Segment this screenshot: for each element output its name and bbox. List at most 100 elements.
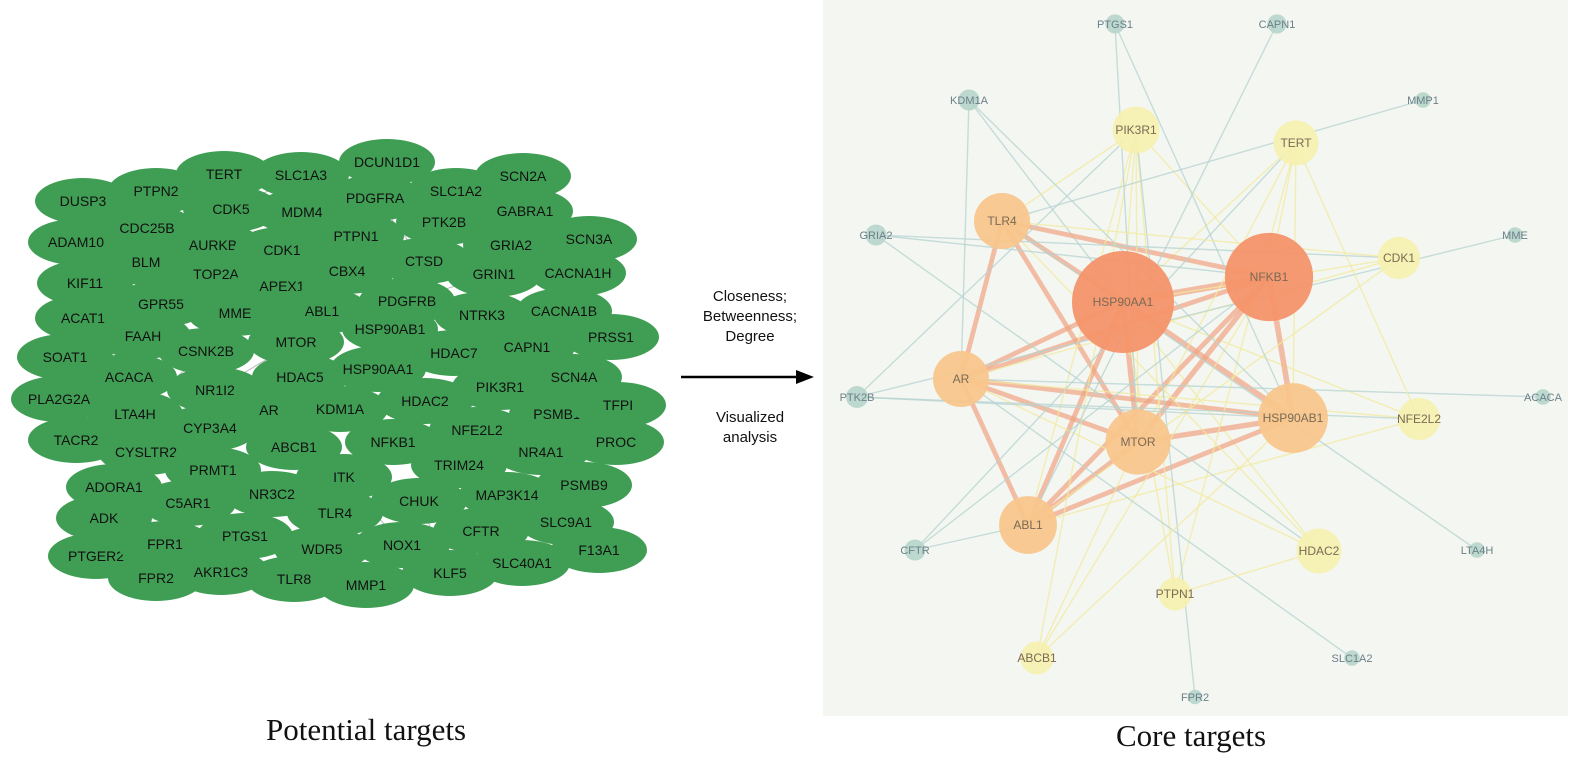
potential-node-label: AKR1C3 — [194, 564, 249, 580]
potential-node-shape — [530, 250, 626, 296]
potential-node-shape — [246, 556, 342, 602]
potential-node-shape — [287, 490, 383, 536]
potential-node: HDAC7 — [406, 330, 502, 376]
core-node-shape — [1377, 236, 1421, 280]
potential-node-shape — [536, 462, 632, 508]
potential-node-shape — [406, 330, 502, 376]
method-line-degree: Degree — [725, 328, 775, 345]
potential-node-shape — [345, 419, 441, 465]
potential-node-label: TLR8 — [277, 571, 311, 587]
core-node-label: CAPN1 — [1259, 19, 1296, 31]
potential-node-label: NFKB1 — [370, 434, 415, 450]
potential-node-shape — [477, 188, 573, 234]
potential-node-shape — [446, 251, 542, 297]
potential-node-shape — [248, 319, 344, 365]
potential-node-label: SOAT1 — [43, 349, 88, 365]
core-targets-caption: Core targets — [1116, 718, 1267, 753]
potential-node: SCN3A — [541, 216, 637, 262]
potential-node-label: TFPI — [603, 397, 633, 413]
potential-node: PTK2B — [396, 199, 492, 245]
potential-node-label: MME — [219, 305, 252, 321]
core-node: SLC1A2 — [1332, 650, 1373, 666]
potential-node-label: DCUN1D1 — [354, 154, 420, 170]
potential-node-label: PROC — [596, 434, 636, 450]
potential-node-shape — [402, 550, 498, 596]
potential-node-label: CFTR — [462, 523, 499, 539]
core-node: ABL1 — [999, 496, 1057, 554]
core-node-shape — [1267, 14, 1287, 34]
core-edge — [960, 378, 1420, 420]
potential-node: SLC40A1 — [474, 540, 570, 586]
potential-node: DCUN1D1 — [339, 139, 435, 185]
potential-node-label: PIK3R1 — [476, 379, 524, 395]
core-node-shape — [1158, 577, 1192, 611]
potential-node: PTPN1 — [308, 213, 404, 259]
potential-node-label: MDM4 — [281, 204, 322, 220]
potential-node: NR4A1 — [493, 429, 589, 475]
potential-node: KDM1A — [292, 386, 388, 432]
potential-node: ITK — [296, 454, 392, 500]
core-node-label: KDM1A — [950, 95, 989, 107]
potential-node: PRSS1 — [563, 314, 659, 360]
core-node: CAPN1 — [1259, 14, 1296, 34]
potential-node-shape — [81, 354, 177, 400]
potential-node-label: GRIA2 — [490, 237, 532, 253]
core-node-label: HSP90AA1 — [1093, 295, 1154, 309]
potential-node: HSP90AA1 — [330, 346, 426, 392]
core-node-shape — [1397, 397, 1441, 441]
core-node: KDM1A — [950, 89, 989, 111]
potential-node-shape — [570, 382, 666, 428]
potential-node-label: CDK5 — [212, 201, 250, 217]
potential-node-label: CDC25B — [119, 220, 174, 236]
potential-node-label: NR4A1 — [518, 444, 563, 460]
core-node-label: TERT — [1280, 136, 1312, 150]
potential-node-label: CYSLTR2 — [115, 444, 177, 460]
core-node-shape — [1258, 383, 1328, 453]
potential-node: CSNK2B — [158, 328, 254, 374]
potential-node-shape — [35, 178, 131, 224]
potential-node-shape — [197, 513, 293, 559]
potential-node: TLR4 — [287, 490, 383, 536]
core-node: NFE2L2 — [1397, 397, 1441, 441]
core-edge — [1295, 142, 1420, 420]
core-node: TLR4 — [974, 193, 1030, 249]
core-edge — [1027, 418, 1420, 526]
potential-node-label: PTPN1 — [333, 228, 378, 244]
potential-node-shape — [396, 199, 492, 245]
potential-node-label: CHUK — [399, 493, 439, 509]
potential-node-shape — [474, 540, 570, 586]
core-node: GRIA2 — [859, 224, 893, 246]
core-node-label: FPR2 — [1181, 692, 1209, 704]
core-node-label: PTPN1 — [1156, 587, 1195, 601]
potential-node-shape — [493, 429, 589, 475]
potential-node-label: CSNK2B — [178, 343, 234, 359]
core-edge — [1027, 257, 1400, 526]
core-node-label: SLC1A2 — [1332, 653, 1373, 665]
potential-node-label: HDAC2 — [401, 393, 449, 409]
potential-node-label: GRIN1 — [473, 266, 516, 282]
core-edge — [1001, 99, 1424, 222]
core-node-shape — [1112, 106, 1160, 154]
core-node-shape — [846, 386, 868, 408]
potential-node-label: SLC1A3 — [275, 167, 327, 183]
potential-node: PTGS1 — [197, 513, 293, 559]
potential-node-label: PDGFRA — [346, 190, 405, 206]
potential-node-label: SLC1A2 — [430, 183, 482, 199]
potential-node-label: ADORA1 — [85, 479, 143, 495]
core-node-shape — [904, 539, 926, 561]
potential-node-label: SLC9A1 — [540, 514, 592, 530]
core-edge — [1122, 301, 1420, 420]
potential-node-shape — [296, 454, 392, 500]
potential-node: TLR8 — [246, 556, 342, 602]
core-edge — [1174, 550, 1320, 595]
potential-node-label: TOP2A — [193, 266, 239, 282]
potential-node-label: PSMB1 — [533, 406, 581, 422]
core-node-label: MME — [1502, 230, 1528, 242]
core-node-shape — [1224, 232, 1314, 322]
potential-node-label: TRIM24 — [434, 457, 484, 473]
potential-node-label: TLR4 — [318, 505, 352, 521]
core-edge — [1114, 23, 1294, 419]
potential-node: PROC — [568, 419, 664, 465]
result-line-visualized: Visualized — [715, 409, 785, 426]
